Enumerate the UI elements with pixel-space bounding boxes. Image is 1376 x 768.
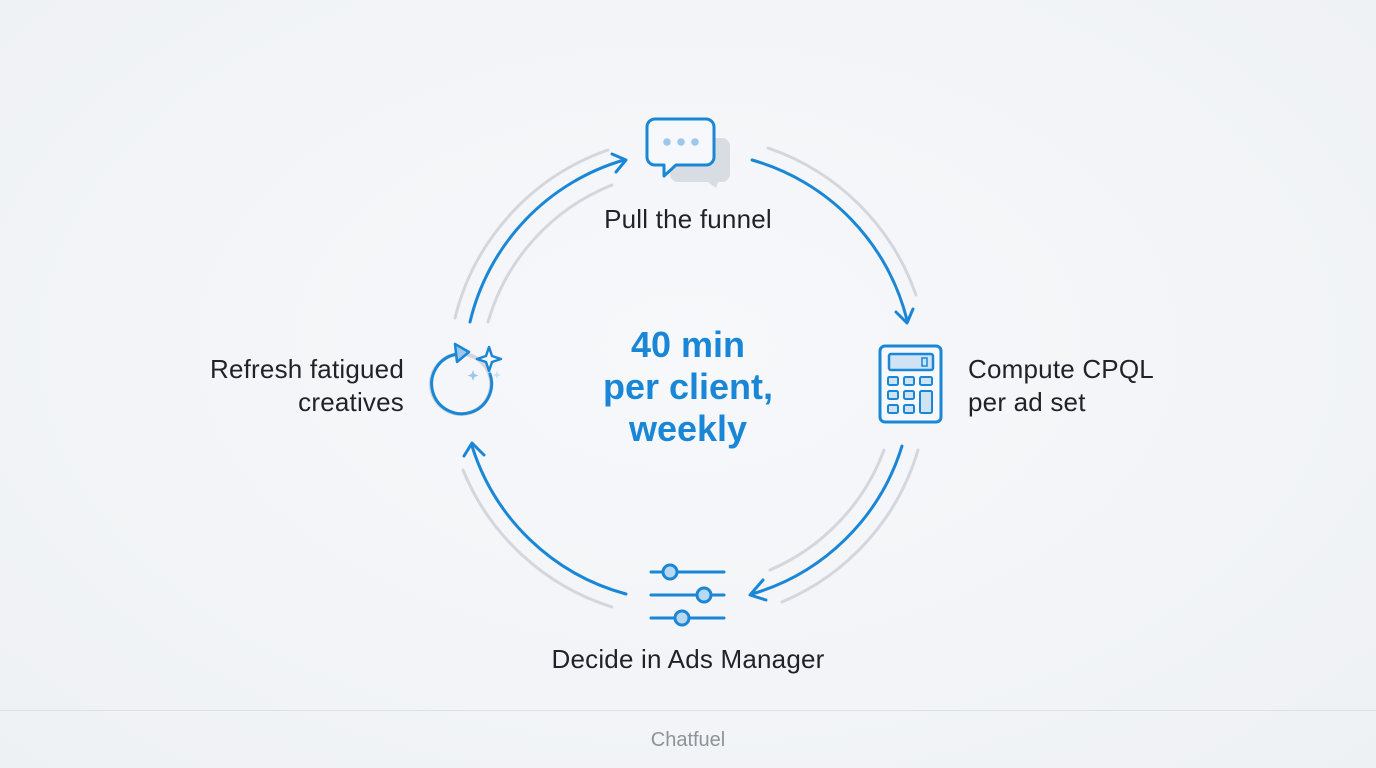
ring-arc-bottom-left-gray bbox=[461, 468, 614, 609]
chat-bubble-icon bbox=[645, 117, 730, 188]
ring-arc-bottom-right-gray-inner bbox=[768, 448, 886, 572]
sliders-icon bbox=[649, 563, 726, 627]
center-summary-line: weekly bbox=[628, 408, 748, 449]
arrow-top-to-right bbox=[750, 158, 909, 322]
arrow-right-to-bottom bbox=[750, 444, 904, 596]
arrow-top-to-right-head bbox=[894, 307, 915, 325]
step-label-line: Decide in Ads Manager bbox=[551, 644, 825, 674]
ring-arc-top-left-gray-inner bbox=[486, 183, 614, 324]
arrow-right-to-bottom-head bbox=[748, 578, 768, 602]
arrow-bottom-to-left bbox=[470, 444, 628, 596]
step-label-refresh-creatives: Refresh fatigued creatives bbox=[210, 353, 404, 419]
step-label-line: Pull the funnel bbox=[604, 204, 772, 234]
arrow-bottom-to-left-head bbox=[462, 441, 486, 458]
background-ring bbox=[453, 146, 920, 609]
footer-brand: Chatfuel bbox=[650, 729, 726, 751]
arrow-left-to-top-head bbox=[610, 152, 628, 174]
step-label-line: Refresh fatigued bbox=[210, 354, 404, 384]
flow-arrows bbox=[462, 152, 915, 602]
step-label-compute-cpql: Compute CPQL per ad set bbox=[968, 353, 1154, 419]
center-summary-line: per client, bbox=[602, 366, 774, 407]
ring-arc-top-left-gray bbox=[453, 148, 610, 320]
arrow-left-to-top bbox=[468, 158, 626, 324]
ring-arc-top-right-gray bbox=[766, 146, 918, 297]
ring-arc-bottom-right-gray bbox=[780, 448, 920, 604]
footer-divider bbox=[0, 710, 1376, 711]
cycle-center-summary: 40 min per client, weekly bbox=[538, 324, 838, 450]
step-label-decide-in-ads-manager: Decide in Ads Manager bbox=[438, 643, 938, 676]
step-label-pull-the-funnel: Pull the funnel bbox=[488, 203, 888, 236]
center-summary-line: 40 min bbox=[630, 324, 746, 365]
calculator-icon bbox=[878, 344, 943, 424]
step-label-line: Compute CPQL bbox=[968, 354, 1154, 384]
refresh-sparkle-icon bbox=[429, 342, 503, 416]
step-label-line: creatives bbox=[298, 387, 404, 417]
step-label-line: per ad set bbox=[968, 387, 1086, 417]
